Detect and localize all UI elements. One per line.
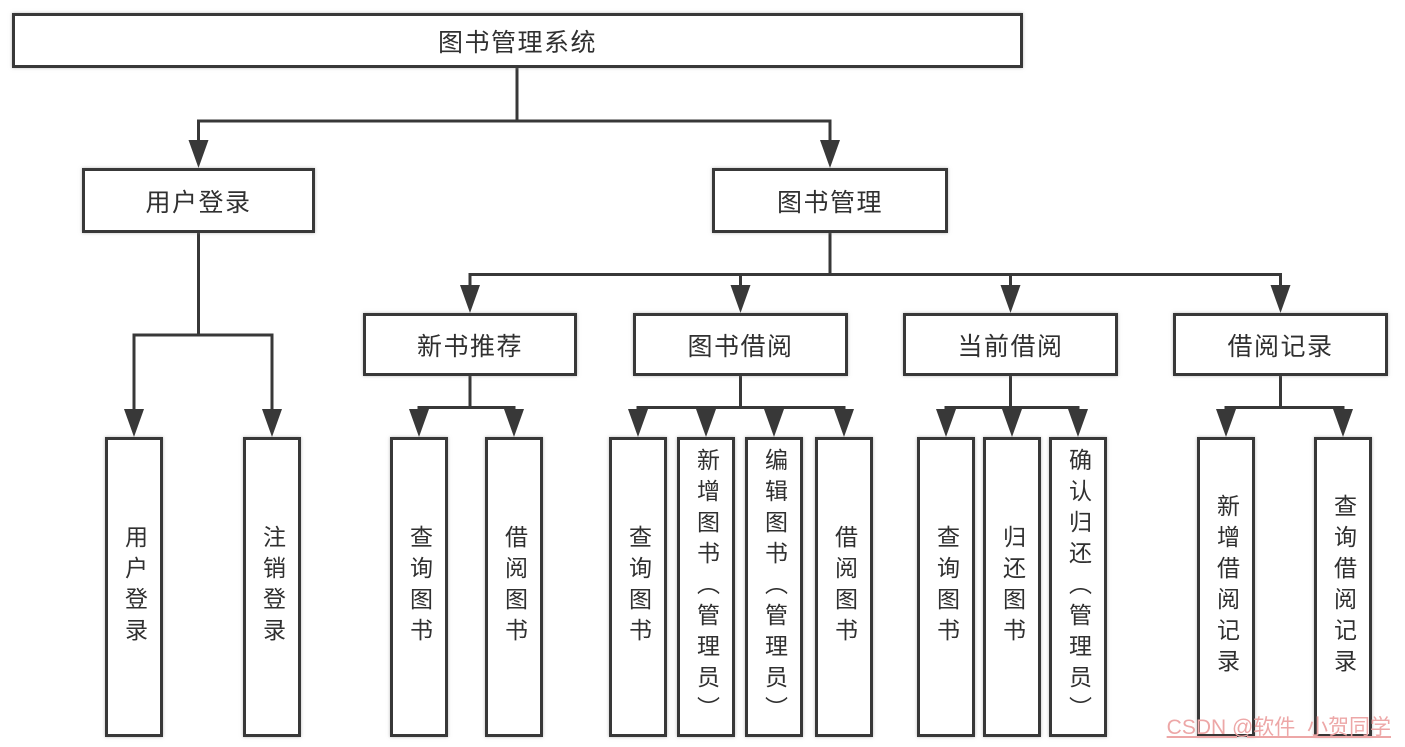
node-label: 新增图书（管理员）: [693, 447, 720, 727]
leaf-return-books: 归还图书: [983, 437, 1041, 737]
node-label: 用户登录: [145, 188, 252, 217]
connector-book-borrowing: [636, 376, 846, 412]
connector-root: [197, 68, 832, 142]
leaf-add-books-admin: 新增图书（管理员）: [677, 437, 735, 737]
node-label: 当前借阅: [957, 332, 1064, 361]
node-label: 借阅图书: [831, 525, 858, 649]
leaf-confirm-return-admin: 确认归还（管理员）: [1049, 437, 1107, 737]
node-book-borrowing: 图书借阅: [633, 313, 848, 376]
connector-new-book-recommend: [417, 376, 516, 412]
leaf-query-borrow-record: 查询借阅记录: [1314, 437, 1372, 737]
node-label: 查询图书: [406, 525, 433, 649]
leaf-edit-books-admin: 编辑图书（管理员）: [745, 437, 803, 737]
leaf-query-books-recommend: 查询图书: [390, 437, 448, 737]
node-label: 借阅记录: [1227, 332, 1334, 361]
connector-user-login: [132, 233, 274, 412]
csdn-watermark: CSDN @软件_小贺同学: [1166, 716, 1391, 739]
node-label: 图书借阅: [687, 332, 794, 361]
node-label: 图书管理系统: [437, 28, 597, 57]
node-current-borrowing: 当前借阅: [903, 313, 1118, 376]
node-label: 归还图书: [999, 525, 1026, 649]
node-library-system: 图书管理系统: [12, 13, 1023, 68]
leaf-query-books-current: 查询图书: [917, 437, 975, 737]
node-label: 编辑图书（管理员）: [761, 447, 788, 727]
node-label: 新增借阅记录: [1213, 494, 1240, 680]
node-label: 查询图书: [625, 525, 652, 649]
connector-current-borrowing: [944, 376, 1080, 412]
leaf-add-borrow-record: 新增借阅记录: [1197, 437, 1255, 737]
leaf-user-login: 用户登录: [105, 437, 163, 737]
node-label: 图书管理: [776, 188, 883, 217]
leaf-borrow-books-recommend: 借阅图书: [485, 437, 543, 737]
node-label: 用户登录: [121, 525, 148, 649]
node-label: 查询图书: [933, 525, 960, 649]
leaf-query-books-borrowing: 查询图书: [609, 437, 667, 737]
node-label: 借阅图书: [501, 525, 528, 649]
node-borrow-records: 借阅记录: [1173, 313, 1388, 376]
node-label: 确认归还（管理员）: [1065, 447, 1092, 727]
node-label: 注销登录: [259, 525, 286, 649]
node-new-book-recommend: 新书推荐: [363, 313, 577, 376]
arrowheads: [124, 140, 1353, 437]
node-label: 查询借阅记录: [1330, 494, 1357, 680]
node-label: 新书推荐: [416, 332, 523, 361]
connector-book-management: [468, 233, 1282, 288]
leaf-logout: 注销登录: [243, 437, 301, 737]
node-book-management: 图书管理: [712, 168, 948, 233]
node-user-login: 用户登录: [82, 168, 315, 233]
connector-borrow-records: [1224, 376, 1345, 412]
leaf-borrow-books: 借阅图书: [815, 437, 873, 737]
